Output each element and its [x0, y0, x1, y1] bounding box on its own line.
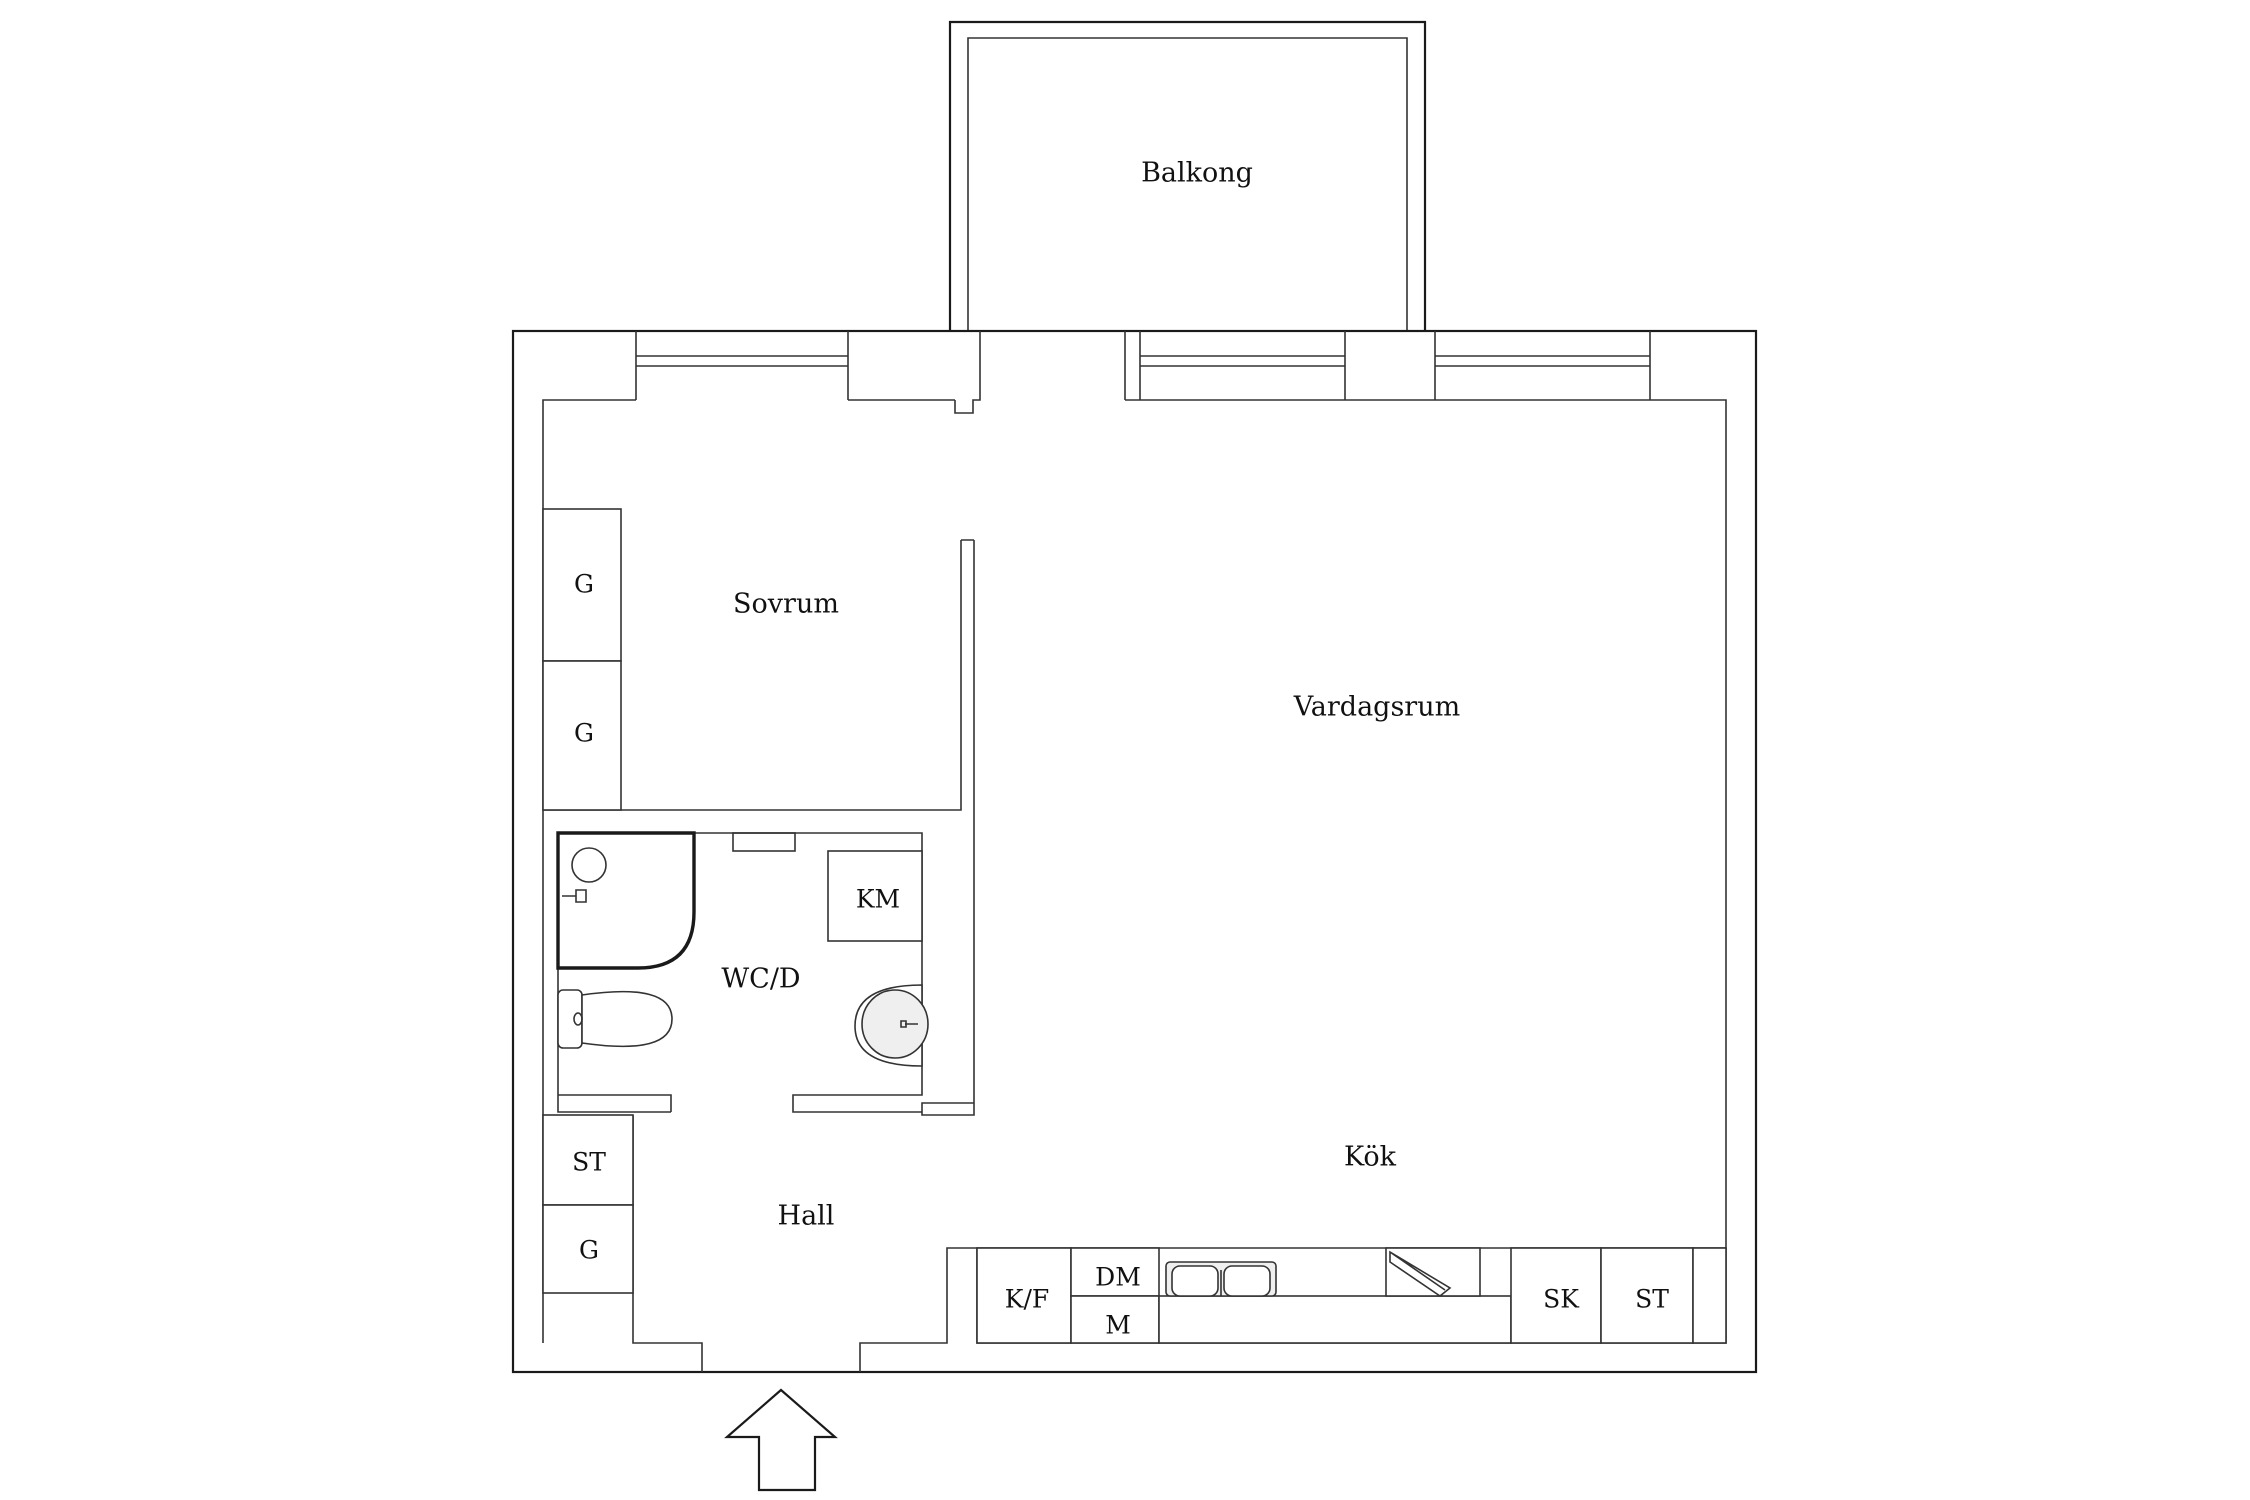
dishwasher: [1070, 1247, 1160, 1297]
label-storage-hall: ST: [572, 1148, 606, 1177]
label-wardrobe-1: G: [574, 570, 594, 599]
outer-walls: [511, 329, 1758, 1374]
window-vent: [732, 832, 796, 852]
bedroom-walls: [542, 508, 975, 1116]
counter-top: [1158, 1295, 1512, 1344]
toilet-icon: [557, 989, 673, 1049]
room-label-living-room: Vardagsrum: [1293, 692, 1460, 723]
wardrobe-1: [542, 508, 622, 662]
label-washing-machine: KM: [856, 885, 900, 914]
wardrobe-hall: [542, 1204, 634, 1294]
room-label-bathroom: WC/D: [721, 964, 800, 995]
storage-kitchen: [1600, 1247, 1694, 1344]
windows: [635, 331, 1651, 414]
label-storage-kitchen: ST: [1635, 1285, 1669, 1314]
label-wardrobe-2: G: [574, 719, 594, 748]
balcony-structure: [948, 20, 1427, 330]
label-dishwasher: DM: [1095, 1263, 1141, 1292]
storage-hall: [542, 1114, 634, 1206]
label-wardrobe-hall: G: [579, 1236, 599, 1265]
kitchen-sink-icon: [1165, 1261, 1277, 1297]
shower-tap-icon: [562, 889, 587, 903]
room-label-balcony: Balkong: [1141, 158, 1253, 189]
shower-enclosure: [556, 831, 696, 970]
label-broom-closet: SK: [1543, 1285, 1580, 1314]
counter-end: [1692, 1247, 1727, 1344]
kitchen-counter: [976, 1247, 1727, 1344]
sink-icon: [854, 984, 929, 1067]
entrance-arrow-icon: [724, 1388, 838, 1492]
fridge-freezer: [976, 1247, 1072, 1344]
label-fridge-freezer: K/F: [1005, 1285, 1049, 1314]
microwave: [1070, 1295, 1160, 1344]
hall-storage: [542, 1114, 978, 1372]
room-label-bedroom: Sovrum: [733, 589, 839, 620]
room-label-kitchen: Kök: [1344, 1142, 1397, 1173]
stove-hood-icon: [1385, 1247, 1481, 1297]
room-label-hall: Hall: [778, 1201, 835, 1232]
wardrobe-2: [542, 660, 622, 811]
shower-head-icon: [571, 847, 607, 883]
label-microwave: M: [1105, 1311, 1131, 1340]
bathroom-walls: [556, 831, 929, 1113]
washing-machine: [827, 850, 923, 942]
